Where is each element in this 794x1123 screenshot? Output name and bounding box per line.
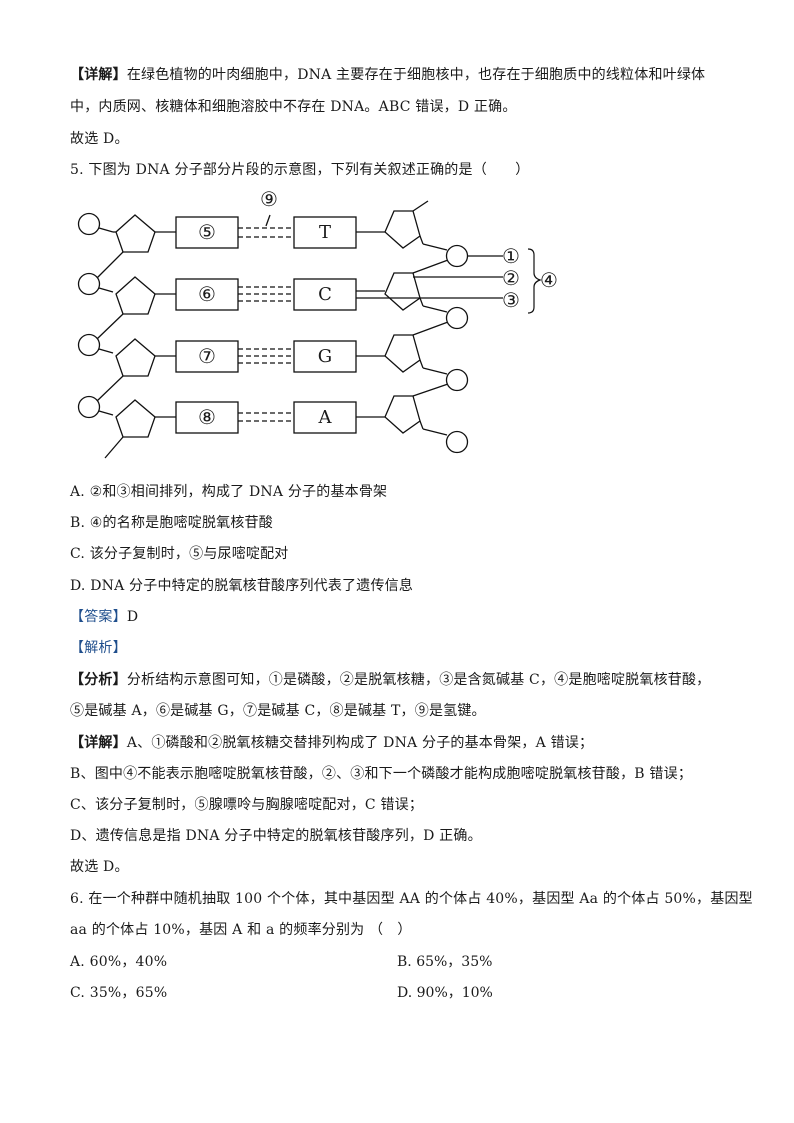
q6-option-d: D. 90%，10% xyxy=(397,985,493,1001)
q5-option-a: A. ②和③相间排列，构成了 DNA 分子的基本骨架 xyxy=(70,484,388,500)
left-sugar-group xyxy=(96,214,176,459)
q5-detail-line-2: B、图中④不能表示胞嘧啶脱氧核苷酸，②、③和下一个磷酸才能构成胞嘧啶脱氧核苷酸，… xyxy=(70,766,693,782)
base-T: T xyxy=(318,222,331,243)
q6-option-c: C. 35%，65% xyxy=(70,985,168,1001)
label-2: ② xyxy=(502,266,520,290)
label-4: ④ xyxy=(540,268,558,292)
base-A: A xyxy=(318,407,332,428)
q5-option-c: C. 该分子复制时，⑤与尿嘧啶配对 xyxy=(70,546,289,562)
label-8: ⑧ xyxy=(198,405,216,429)
q5-detail-line-3: C、该分子复制时，⑤腺嘌呤与胸腺嘧啶配对，C 错误； xyxy=(70,797,424,813)
question-5-stem: 5. 下图为 DNA 分子部分片段的示意图，下列有关叙述正确的是（ ） xyxy=(70,162,530,178)
q5-answer: 【答案】D xyxy=(70,608,138,626)
right-sugar-group xyxy=(356,200,449,436)
q5-fenxi-line-1: 【分析】分析结构示意图可知，①是磷酸，②是脱氧核糖，③是含氮碱基 C，④是胞嘧啶… xyxy=(70,671,710,689)
answer-value: D xyxy=(126,609,139,625)
q6-option-a: A. 60%，40% xyxy=(70,954,168,970)
hydrogen-bonds xyxy=(238,227,294,422)
dna-structure-diagram: ⑨ ⑤ ⑥ ⑦ ⑧ T C G A ① ② ③ ④ xyxy=(70,188,570,478)
q5-detail-line-1: 【详解】A、①磷酸和②脱氧核糖交替排列构成了 DNA 分子的基本骨架，A 错误； xyxy=(70,734,593,752)
label-9: ⑨ xyxy=(260,187,278,211)
prev-detail-line-1: 【详解】在绿色植物的叶肉细胞中，DNA 主要存在于细胞核中，也存在于细胞质中的线… xyxy=(70,66,705,84)
question-6-stem-line-2: aa 的个体占 10%，基因 A 和 a 的频率分别为 （ ） xyxy=(70,922,412,938)
fenxi-text: 分析结构示意图可知，①是磷酸，②是脱氧核糖，③是含氮碱基 C，④是胞嘧啶脱氧核苷… xyxy=(126,672,711,688)
label-3: ③ xyxy=(502,288,520,312)
fenxi-label: 【分析】 xyxy=(70,672,127,688)
left-phosphate-group xyxy=(77,212,101,419)
answer-label: 【答案】 xyxy=(70,609,127,625)
detail-label: 【详解】 xyxy=(70,67,127,83)
question-6-stem-line-1: 6. 在一个种群中随机抽取 100 个个体，其中基因型 AA 的个体占 40%，… xyxy=(70,891,753,907)
base-C: C xyxy=(318,284,332,305)
right-phosphate-group xyxy=(445,244,469,454)
label-1: ① xyxy=(502,244,520,268)
label-5: ⑤ xyxy=(198,220,216,244)
prev-detail-line-2: 中，内质网、核糖体和细胞溶胶中不存在 DNA。ABC 错误，D 正确。 xyxy=(70,99,517,115)
label-6: ⑥ xyxy=(198,282,216,306)
q5-option-d: D. DNA 分子中特定的脱氧核苷酸序列代表了遗传信息 xyxy=(70,578,414,594)
detail-label: 【详解】 xyxy=(70,735,127,751)
pointer-lines xyxy=(265,214,503,299)
q5-analysis-label: 【解析】 xyxy=(70,640,127,656)
q5-option-b: B. ④的名称是胞嘧啶脱氧核苷酸 xyxy=(70,515,273,531)
label-7: ⑦ xyxy=(198,344,216,368)
brace xyxy=(527,248,542,314)
base-G: G xyxy=(317,346,333,367)
detail-text: 在绿色植物的叶肉细胞中，DNA 主要存在于细胞核中，也存在于细胞质中的线粒体和叶… xyxy=(126,67,706,83)
q6-option-b: B. 65%，35% xyxy=(397,954,493,970)
q5-fenxi-line-2: ⑤是碱基 A，⑥是碱基 G，⑦是碱基 C，⑧是碱基 T，⑨是氢键。 xyxy=(70,703,486,719)
q5-detail-line-4: D、遗传信息是指 DNA 分子中特定的脱氧核苷酸序列，D 正确。 xyxy=(70,828,482,844)
left-base-boxes xyxy=(175,216,239,434)
prev-conclusion: 故选 D。 xyxy=(70,131,129,147)
q5-conclusion: 故选 D。 xyxy=(70,859,129,875)
right-base-boxes xyxy=(293,216,357,434)
detail-text: A、①磷酸和②脱氧核糖交替排列构成了 DNA 分子的基本骨架，A 错误； xyxy=(126,735,594,751)
